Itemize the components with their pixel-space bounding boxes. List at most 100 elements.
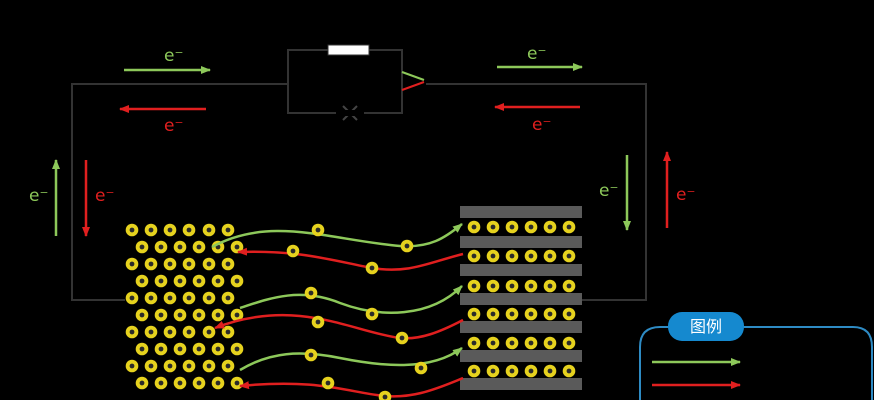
cathode-particle bbox=[202, 223, 216, 237]
cathode-particle bbox=[221, 257, 235, 271]
migrating-ion bbox=[311, 223, 325, 237]
cathode-particle bbox=[144, 257, 158, 271]
cathode-particle bbox=[173, 240, 187, 254]
electron-label-top-left-red: e⁻ bbox=[164, 116, 183, 136]
legend-box bbox=[639, 326, 873, 400]
cathode-particle bbox=[192, 240, 206, 254]
anode-plate bbox=[460, 350, 582, 362]
anode-plate bbox=[460, 206, 582, 218]
cathode-particle bbox=[230, 274, 244, 288]
electron-arrows bbox=[52, 63, 671, 237]
migrating-ion bbox=[304, 286, 318, 300]
cathode-particle bbox=[163, 291, 177, 305]
electron-label-top-right-green: e⁻ bbox=[527, 44, 546, 64]
anode-particle bbox=[505, 364, 519, 378]
anode-particle bbox=[543, 307, 557, 321]
electron-label-top-right-red: e⁻ bbox=[532, 115, 551, 135]
cathode-particle bbox=[202, 291, 216, 305]
ion-path-discharge bbox=[239, 285, 463, 314]
ion-path-charge bbox=[239, 376, 464, 398]
migrating-ion bbox=[304, 348, 318, 362]
cathode-particle bbox=[144, 291, 158, 305]
cathode-particle bbox=[192, 274, 206, 288]
anode-particle bbox=[562, 307, 576, 321]
cathode-particle bbox=[144, 359, 158, 373]
migrating-ion bbox=[414, 361, 428, 375]
ion-path-charge bbox=[237, 247, 464, 271]
anode-layered-plates bbox=[460, 206, 582, 390]
cathode-particle bbox=[135, 240, 149, 254]
cathode-particle bbox=[154, 274, 168, 288]
cathode-particle bbox=[211, 376, 225, 390]
cathode-particle bbox=[154, 376, 168, 390]
anode-particle bbox=[524, 336, 538, 350]
cathode-particle bbox=[211, 342, 225, 356]
cathode-particle bbox=[221, 359, 235, 373]
cathode-particle bbox=[135, 274, 149, 288]
load-switch-box bbox=[287, 44, 425, 121]
electron-label-right-green: e⁻ bbox=[599, 181, 618, 201]
electron-label-top-left-green: e⁻ bbox=[164, 46, 183, 66]
anode-particle bbox=[543, 336, 557, 350]
cathode-particle bbox=[202, 257, 216, 271]
anode-particle bbox=[467, 307, 481, 321]
electron-label-right-red: e⁻ bbox=[676, 185, 695, 205]
resistor-icon bbox=[327, 44, 370, 56]
anode-particle bbox=[505, 220, 519, 234]
migrating-ion bbox=[365, 261, 379, 275]
migrating-ion bbox=[365, 307, 379, 321]
legend-title: 图例 bbox=[690, 317, 722, 336]
anode-particle bbox=[562, 364, 576, 378]
switch-contact-green bbox=[401, 71, 425, 81]
anode-particle bbox=[486, 220, 500, 234]
cathode-particle bbox=[144, 325, 158, 339]
anode-particle bbox=[543, 364, 557, 378]
anode-plate bbox=[460, 236, 582, 248]
anode-particle bbox=[524, 249, 538, 263]
cathode-particle bbox=[173, 342, 187, 356]
anode-particle bbox=[486, 307, 500, 321]
cathode-particle bbox=[182, 291, 196, 305]
migrating-ion bbox=[311, 315, 325, 329]
ion-migration-paths bbox=[211, 223, 464, 400]
cathode-particle bbox=[192, 376, 206, 390]
cathode-particle bbox=[211, 274, 225, 288]
anode-particle bbox=[486, 249, 500, 263]
migrating-ion bbox=[395, 331, 409, 345]
cathode-particle bbox=[230, 376, 244, 390]
anode-plate bbox=[460, 293, 582, 305]
anode-particle bbox=[505, 249, 519, 263]
anode-particle bbox=[524, 279, 538, 293]
anode-particle bbox=[486, 279, 500, 293]
anode-particle bbox=[524, 220, 538, 234]
cathode-particle-lattice bbox=[125, 223, 244, 390]
anode-particle bbox=[467, 336, 481, 350]
cathode-particle bbox=[163, 325, 177, 339]
circuit-wires bbox=[71, 83, 647, 301]
anode-plate bbox=[460, 321, 582, 333]
cathode-particle bbox=[125, 325, 139, 339]
cathode-particle bbox=[135, 342, 149, 356]
cathode-particle bbox=[173, 274, 187, 288]
anode-particle bbox=[467, 220, 481, 234]
electron-labels: e⁻ e⁻ e⁻ e⁻ e⁻ e⁻ e⁻ e⁻ bbox=[29, 44, 695, 206]
cathode-particle bbox=[163, 359, 177, 373]
cathode-particle bbox=[163, 257, 177, 271]
switch-contact-red bbox=[401, 81, 425, 91]
anode-particle bbox=[505, 307, 519, 321]
migrating-ion bbox=[286, 244, 300, 258]
anode-particle bbox=[562, 279, 576, 293]
cathode-particle bbox=[135, 376, 149, 390]
anode-particle bbox=[543, 279, 557, 293]
electron-label-left-red: e⁻ bbox=[95, 186, 114, 206]
anode-particle bbox=[486, 336, 500, 350]
cathode-particle bbox=[135, 308, 149, 322]
cathode-particle bbox=[221, 325, 235, 339]
anode-particle bbox=[486, 364, 500, 378]
cathode-particle bbox=[173, 376, 187, 390]
anode-particle bbox=[524, 364, 538, 378]
anode-particle bbox=[543, 220, 557, 234]
anode-particle bbox=[562, 220, 576, 234]
anode-particle bbox=[505, 336, 519, 350]
cathode-particle bbox=[163, 223, 177, 237]
